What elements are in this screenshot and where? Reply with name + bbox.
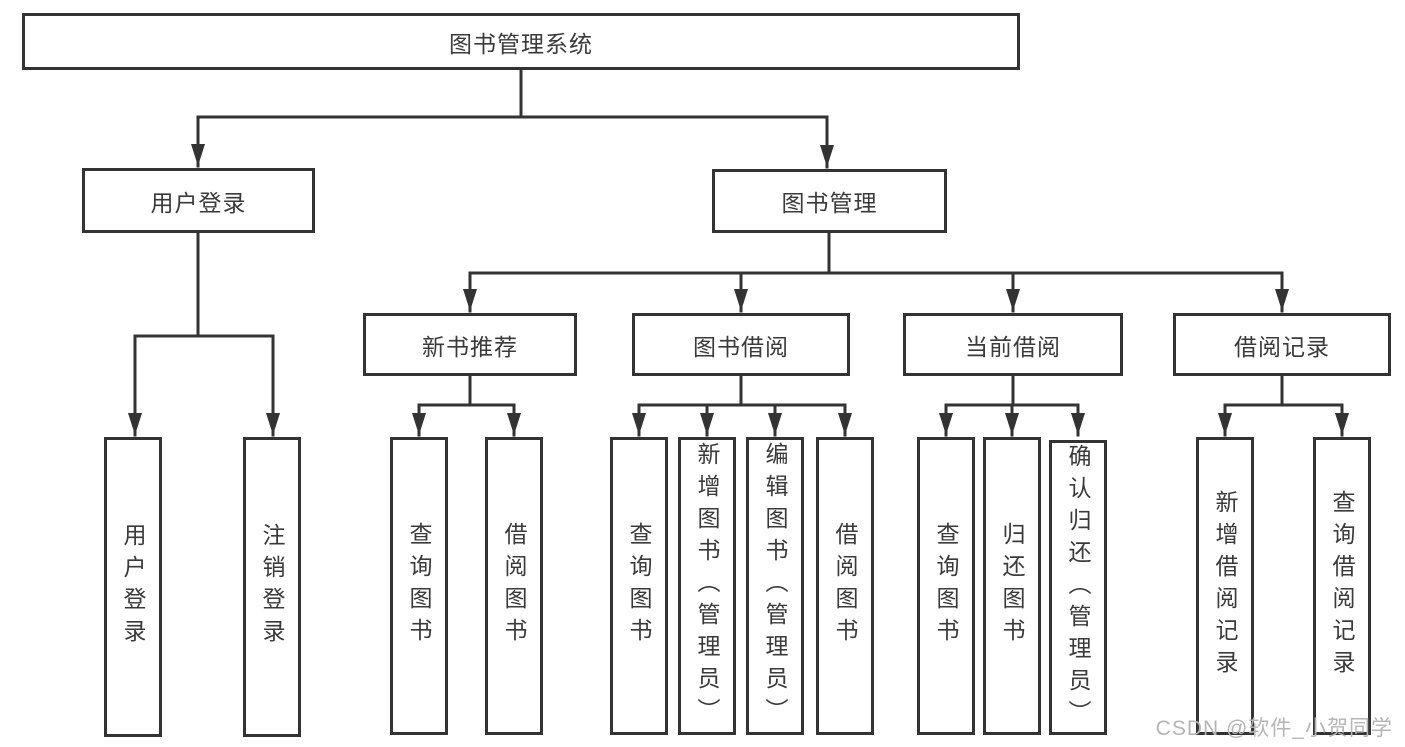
leaf-query-books-current-label: 查询图书 xyxy=(933,522,959,650)
leaf-query-books-recommend: 查询图书 xyxy=(390,437,448,735)
leaf-add-books-admin: 新增图书（管理员） xyxy=(678,437,736,735)
leaf-borrow-books-label: 借阅图书 xyxy=(832,522,858,650)
leaf-edit-books-admin: 编辑图书（管理员） xyxy=(746,437,804,735)
leaf-confirm-return-admin-label: 确认归还（管理员） xyxy=(1065,443,1091,732)
node-user-login: 用户登录 xyxy=(82,168,315,233)
leaf-logout-login-label: 注销登录 xyxy=(259,523,285,651)
node-book-management: 图书管理 xyxy=(712,169,947,233)
leaf-add-books-admin-label: 新增图书（管理员） xyxy=(694,442,720,730)
node-book-borrow: 图书借阅 xyxy=(632,313,850,376)
leaf-query-books-current: 查询图书 xyxy=(917,437,975,735)
leaf-return-books-label: 归还图书 xyxy=(999,522,1025,650)
node-borrow-records: 借阅记录 xyxy=(1173,313,1391,376)
leaf-borrow-books-recommend-label: 借阅图书 xyxy=(501,522,527,650)
leaf-borrow-books: 借阅图书 xyxy=(816,437,874,735)
node-root: 图书管理系统 xyxy=(22,13,1020,70)
leaf-confirm-return-admin: 确认归还（管理员） xyxy=(1049,440,1107,735)
leaf-query-borrow-record: 查询借阅记录 xyxy=(1313,437,1371,735)
leaf-add-borrow-record: 新增借阅记录 xyxy=(1196,437,1254,735)
leaf-add-borrow-record-label: 新增借阅记录 xyxy=(1212,490,1238,682)
node-current-borrow: 当前借阅 xyxy=(903,313,1123,376)
leaf-user-login: 用户登录 xyxy=(104,437,162,737)
leaf-query-books-borrow-label: 查询图书 xyxy=(626,522,652,650)
leaf-return-books: 归还图书 xyxy=(983,437,1041,735)
leaf-query-borrow-record-label: 查询借阅记录 xyxy=(1329,490,1355,682)
leaf-logout-login: 注销登录 xyxy=(243,437,301,737)
leaf-borrow-books-recommend: 借阅图书 xyxy=(485,437,543,735)
csdn-watermark: CSDN @软件_小贺同学 xyxy=(1155,717,1393,740)
leaf-query-books-borrow: 查询图书 xyxy=(610,437,668,735)
leaf-query-books-recommend-label: 查询图书 xyxy=(406,522,432,650)
node-new-book-recommend: 新书推荐 xyxy=(363,313,577,376)
leaf-user-login-label: 用户登录 xyxy=(120,523,146,651)
leaf-edit-books-admin-label: 编辑图书（管理员） xyxy=(762,442,788,730)
